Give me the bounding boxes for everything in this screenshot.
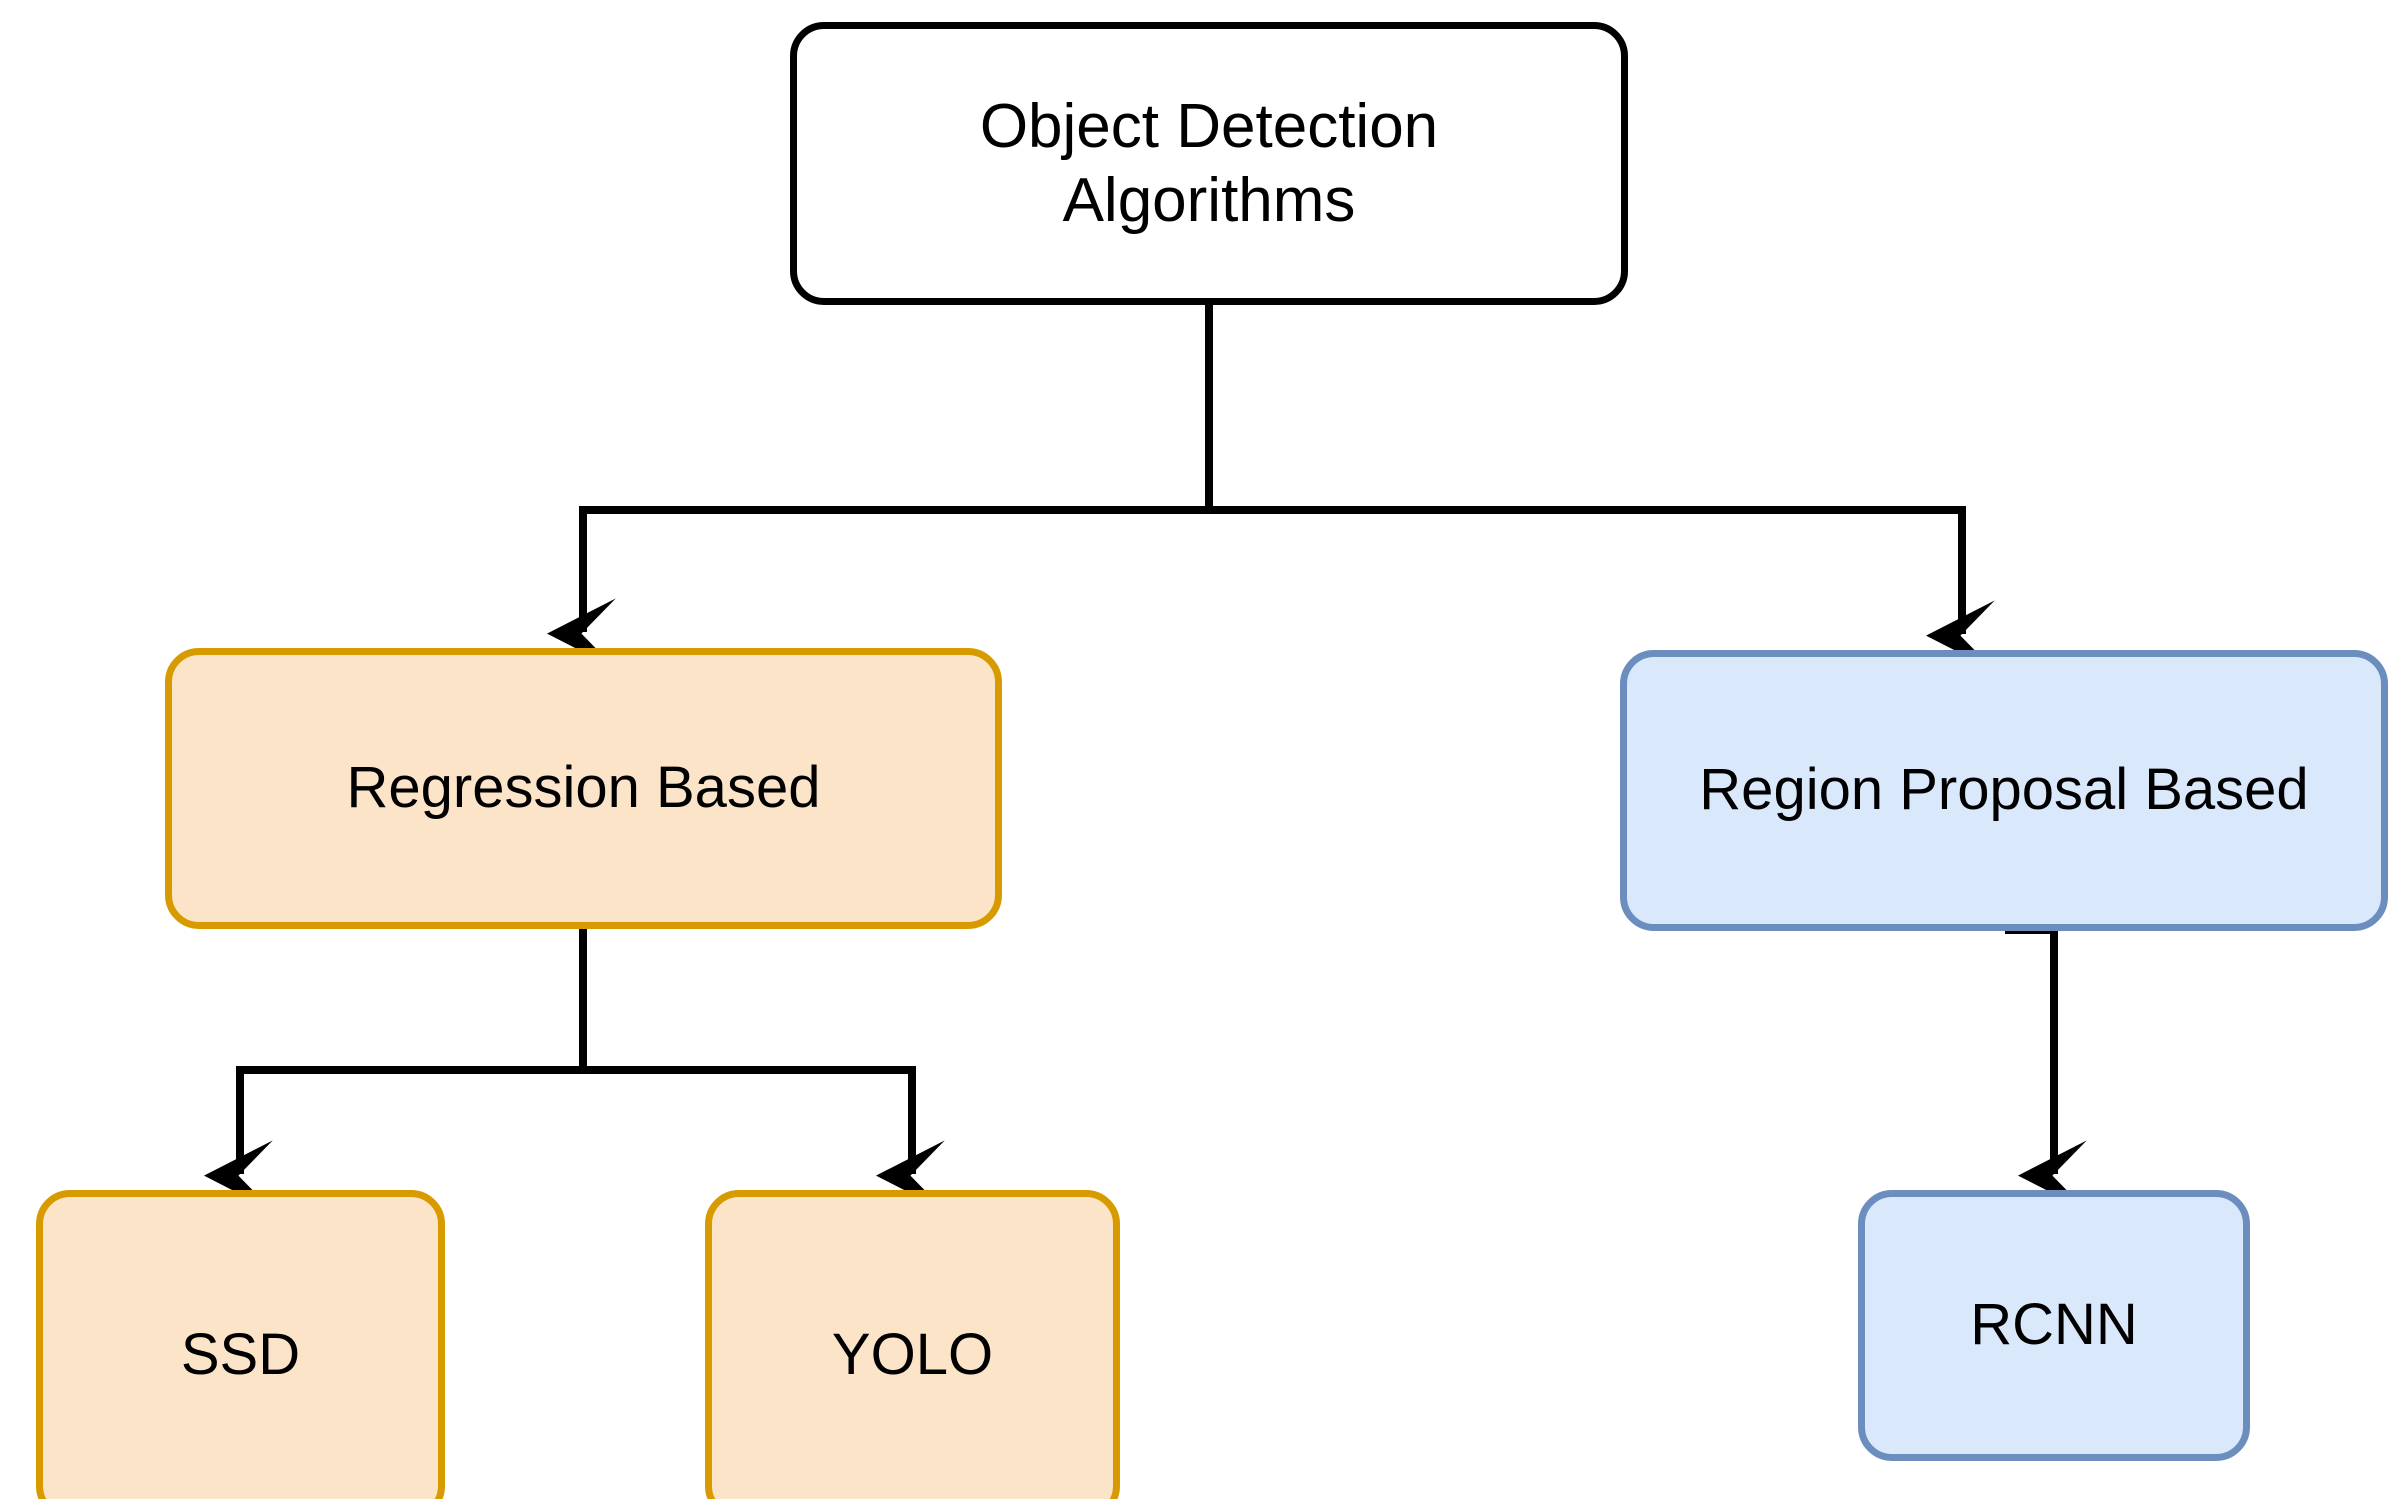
node-rcnn[interactable]: RCNN (1858, 1190, 2250, 1461)
edge-root-to-region (1205, 305, 1995, 671)
edge-region-to-rcnn (2005, 926, 2087, 1211)
node-label-regression-based: Regression Based (346, 755, 821, 821)
node-ssd[interactable]: SSD (36, 1190, 445, 1499)
node-label-rcnn: RCNN (1970, 1292, 2138, 1358)
node-region-proposal-based[interactable]: Region Proposal Based (1620, 650, 2388, 931)
node-label-yolo: YOLO (831, 1321, 994, 1387)
node-yolo[interactable]: YOLO (705, 1190, 1120, 1499)
node-label-ssd: SSD (180, 1321, 301, 1387)
node-object-detection-algorithms[interactable]: Object Detection Algorithms (790, 22, 1628, 305)
node-label-root: Object Detection Algorithms (979, 92, 1439, 235)
node-regression-based[interactable]: Regression Based (165, 648, 1002, 929)
node-label-region-proposal-based: Region Proposal Based (1699, 757, 2309, 823)
edge-regression-to-yolo (579, 929, 945, 1211)
edge-root-to-regression (547, 305, 1213, 669)
edge-regression-to-ssd (204, 929, 587, 1211)
